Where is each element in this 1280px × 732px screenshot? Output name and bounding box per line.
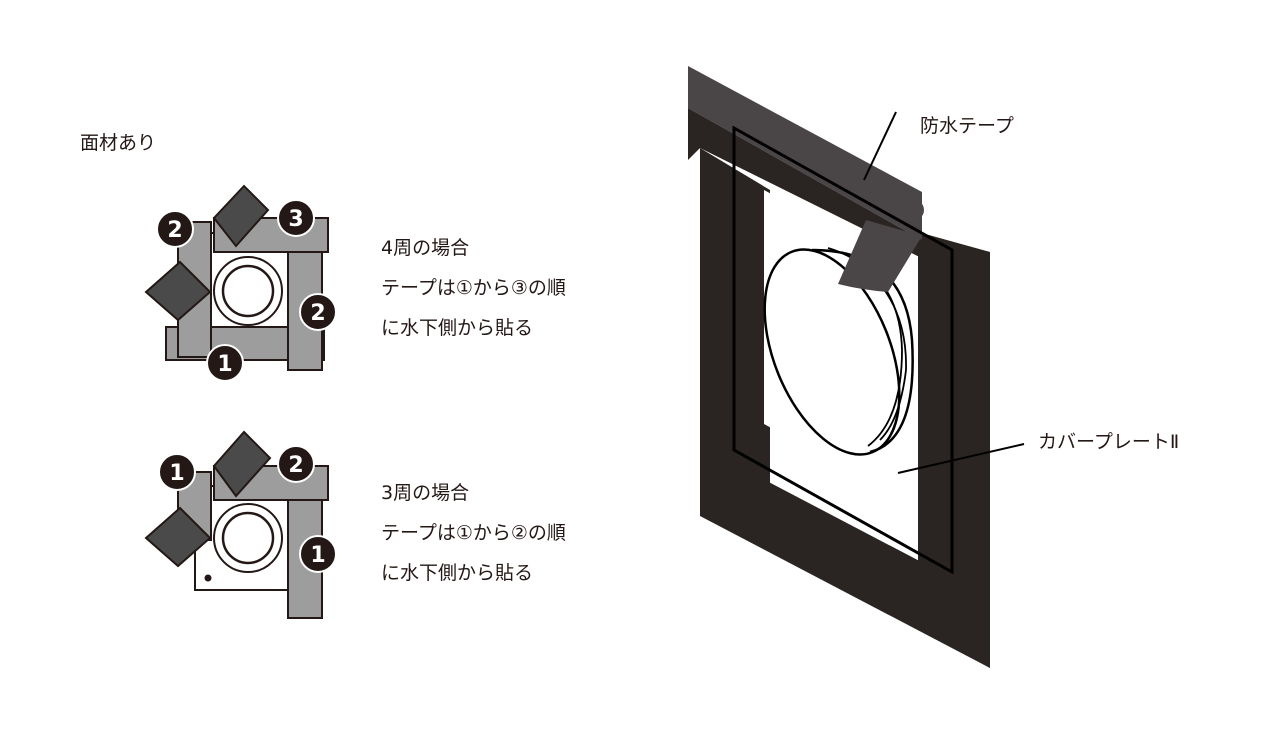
note-three-line1: 3周の場合 — [381, 482, 470, 504]
badge-1: 1 — [206, 344, 244, 382]
note-four-line2: テープは①から③の順 — [381, 277, 566, 299]
tape-strip-right — [918, 232, 990, 668]
svg-text:2: 2 — [167, 218, 182, 243]
svg-text:3: 3 — [288, 207, 303, 232]
badge-2-right: 2 — [299, 293, 337, 331]
svg-text:1: 1 — [217, 352, 232, 377]
note-three-sides: 3周の場合 テープは①から②の順 に水下側から貼る — [381, 473, 566, 593]
svg-text:1: 1 — [169, 461, 184, 486]
tape-strip-bottom — [700, 446, 990, 668]
section-title: 面材あり — [80, 132, 157, 154]
tape-flap-top — [212, 184, 270, 248]
label-cover-plate: カバープレートⅡ — [1038, 431, 1180, 453]
svg-text:1: 1 — [310, 543, 325, 568]
tape-flap-top — [212, 430, 272, 498]
pipe-inner — [221, 511, 275, 565]
note-four-line3: に水下側から貼る — [381, 317, 534, 339]
badge-2: 2 — [277, 445, 315, 483]
tape-flap-left — [144, 260, 212, 322]
svg-text:2: 2 — [288, 453, 303, 478]
label-waterproof-tape: 防水テープ — [920, 115, 1014, 137]
cover-plate-outline — [732, 125, 954, 575]
svg-text:2: 2 — [310, 301, 325, 326]
note-three-line3: に水下側から貼る — [381, 562, 534, 584]
tape-flap-left — [144, 506, 212, 568]
badge-2-left: 2 — [156, 210, 194, 248]
tape-flap-end — [896, 198, 924, 222]
note-four-sides: 4周の場合 テープは①から③の順 に水下側から貼る — [381, 228, 566, 348]
leader-tape — [863, 111, 897, 181]
pipe-inner — [221, 264, 275, 318]
note-four-line1: 4周の場合 — [381, 237, 470, 259]
badge-1-left: 1 — [158, 453, 196, 491]
badge-3: 3 — [277, 199, 315, 237]
note-three-line2: テープは①から②の順 — [381, 522, 566, 544]
leader-plate — [897, 443, 1025, 474]
badge-1-right: 1 — [299, 535, 337, 573]
screw-dot — [204, 574, 212, 582]
tape-flap — [838, 220, 922, 292]
tape-strip-top — [688, 66, 922, 240]
